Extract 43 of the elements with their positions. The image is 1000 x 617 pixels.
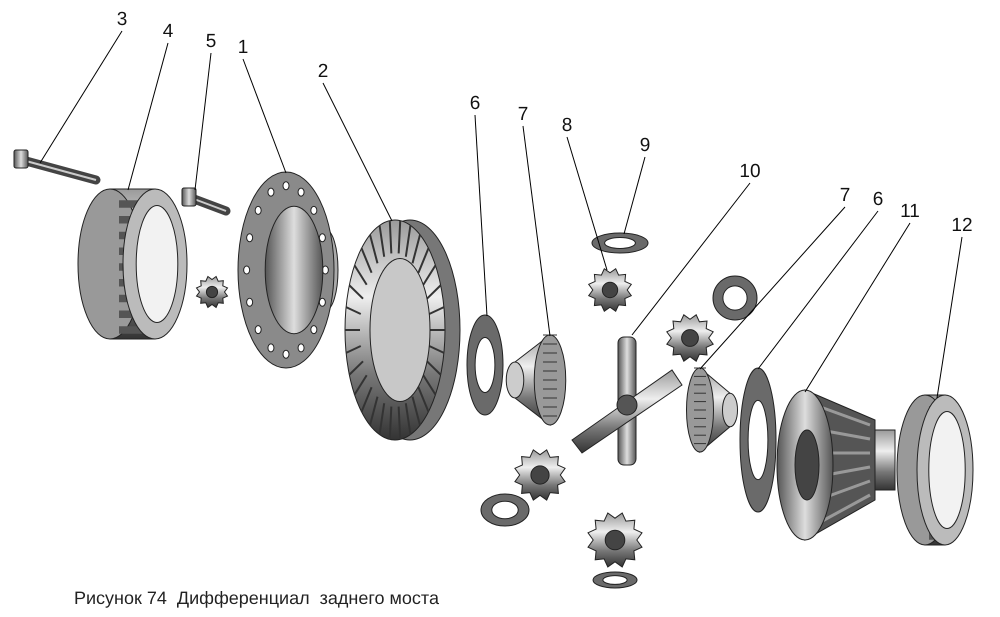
callout-number: 8 (552, 116, 582, 136)
part-drawing (14, 150, 100, 184)
callout-number: 7 (830, 186, 860, 206)
callout-number: 6 (460, 94, 490, 114)
leader-line (322, 82, 392, 222)
part-drawing (344, 220, 460, 440)
leader-line (522, 126, 550, 336)
part-drawing (896, 394, 974, 546)
leader-line (700, 206, 846, 370)
callout-number: 12 (947, 216, 977, 236)
part-drawing (182, 188, 230, 216)
leader-line (40, 30, 122, 164)
leader-line (936, 236, 962, 398)
leader-line (128, 42, 168, 190)
leader-line (242, 58, 286, 174)
callout-number: 5 (196, 32, 226, 52)
leader-line (194, 52, 212, 190)
part-drawing (238, 172, 338, 368)
callout-number: 9 (630, 136, 660, 156)
leader-line (624, 156, 646, 234)
part-drawing (686, 366, 738, 454)
part-drawing (571, 336, 683, 466)
callout-number: 4 (153, 22, 183, 42)
callout-number: 11 (895, 202, 925, 222)
leader-line (474, 114, 488, 316)
callout-number: 6 (863, 190, 893, 210)
part-drawing (588, 268, 632, 312)
callout-number: 7 (508, 105, 538, 125)
leader-line (632, 182, 750, 336)
part-drawing (592, 232, 648, 254)
leader-line (758, 210, 878, 370)
callout-number: 10 (735, 162, 765, 182)
part-drawing (466, 314, 504, 416)
part-drawing (78, 188, 188, 340)
part-drawing (740, 368, 776, 512)
callout-number: 2 (308, 62, 338, 82)
callout-number: 1 (228, 38, 258, 58)
part-drawing (776, 389, 896, 541)
part-drawing (506, 334, 566, 426)
callout-number: 3 (107, 10, 137, 30)
leader-line (804, 222, 910, 392)
figure-caption: Рисунок 74 Дифференциал заднего моста (74, 588, 439, 609)
leader-line (566, 136, 608, 270)
